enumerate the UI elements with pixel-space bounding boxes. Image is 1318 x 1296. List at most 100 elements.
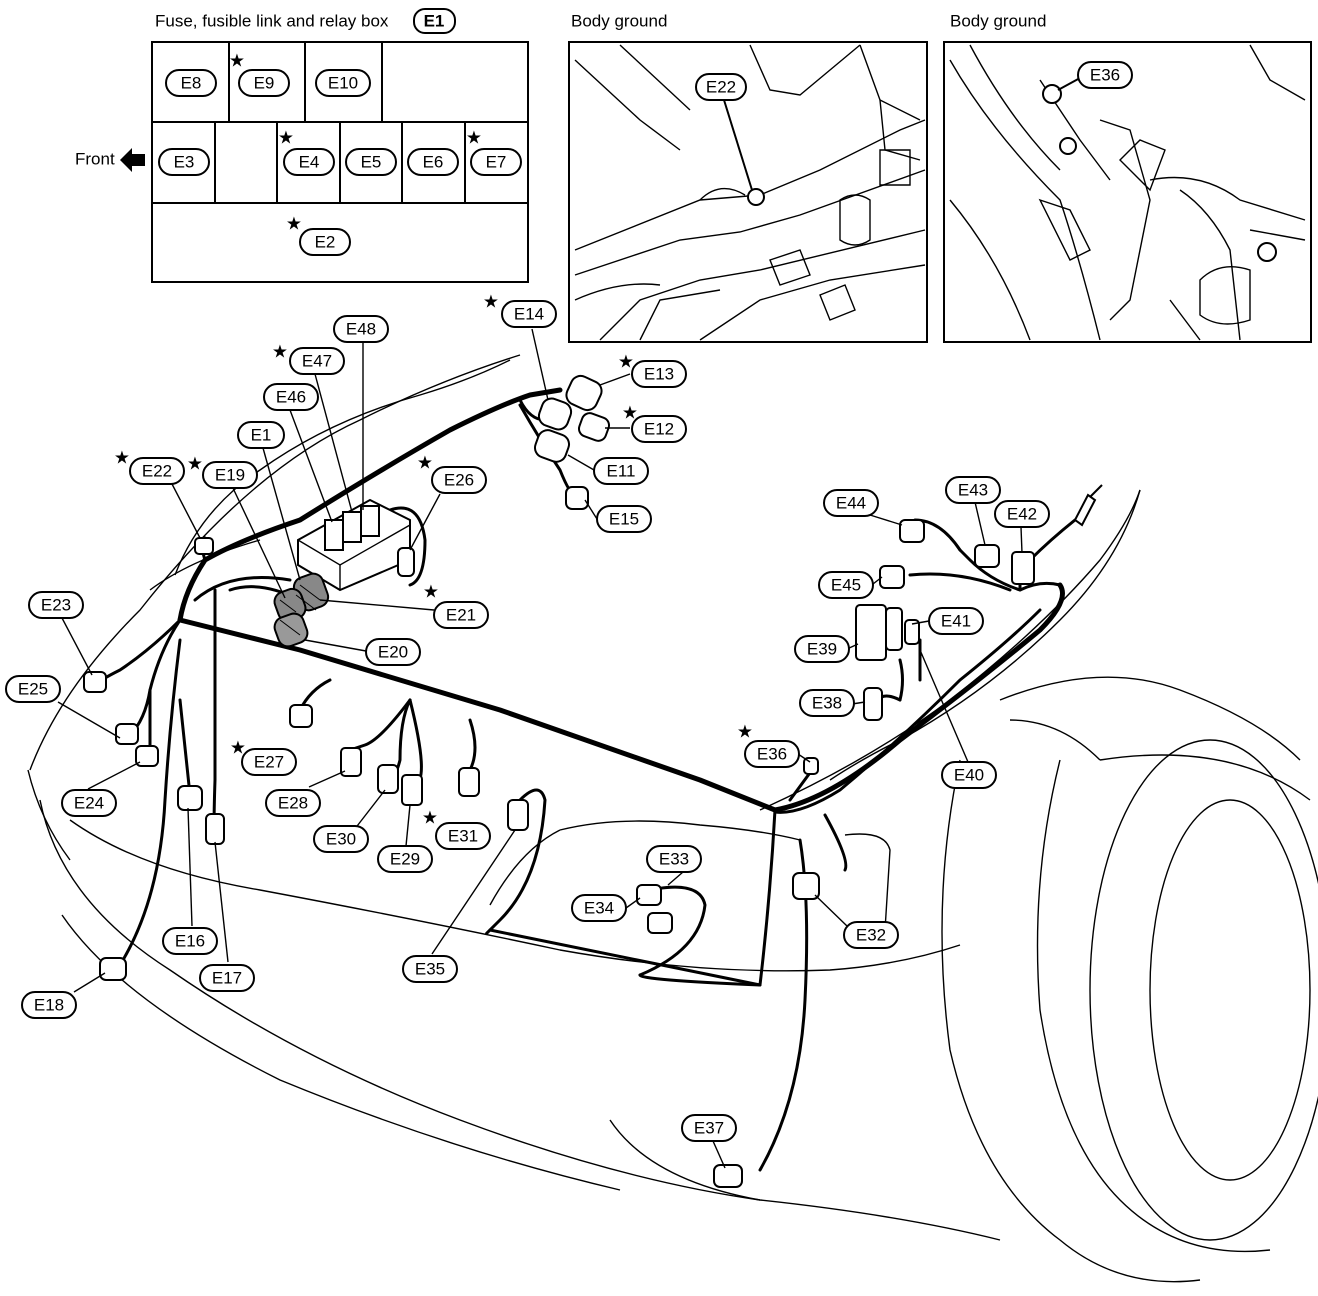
connector-label-E39: E39 <box>794 635 850 663</box>
star-icon: ★ <box>229 51 245 72</box>
connector-label-E19: E19 <box>202 461 258 489</box>
connector-label-E29: E29 <box>377 845 433 873</box>
svg-text:E1: E1 <box>251 426 272 445</box>
connector-label-E41: E41 <box>928 607 984 635</box>
small-connectors <box>83 484 1103 1188</box>
connector-label-E24: E24 <box>61 789 117 817</box>
fuse-slot-E2: E2 <box>299 228 351 256</box>
fuse-slot-E5: E5 <box>345 148 397 176</box>
connector-label-E23: E23 <box>28 591 84 619</box>
svg-text:E44: E44 <box>836 494 866 513</box>
connector-label-E45: E45 <box>818 571 874 599</box>
fuse-slot-E6: E6 <box>407 148 459 176</box>
ground-label-E36: E36 <box>1077 61 1133 89</box>
svg-text:E5: E5 <box>361 153 382 172</box>
arrow-left-icon <box>120 148 145 172</box>
svg-text:E13: E13 <box>644 365 674 384</box>
connector-label-E47: E47 <box>289 347 345 375</box>
connector-label-E13: E13 <box>631 360 687 388</box>
star-icon: ★ <box>114 448 130 469</box>
connector-label-E44: E44 <box>823 489 879 517</box>
fuse-slot-E10: E10 <box>315 69 371 97</box>
svg-text:E17: E17 <box>212 969 242 988</box>
connector-label-E21: E21 <box>433 601 489 629</box>
svg-text:E37: E37 <box>694 1119 724 1138</box>
star-icon: ★ <box>422 808 438 829</box>
star-icon: ★ <box>286 214 302 235</box>
star-icon: ★ <box>278 128 294 149</box>
connector-label-E26: E26 <box>431 466 487 494</box>
connector-label-E11: E11 <box>593 457 649 485</box>
svg-text:E4: E4 <box>299 153 320 172</box>
connector-label-E46: E46 <box>263 383 319 411</box>
svg-text:E47: E47 <box>302 352 332 371</box>
svg-text:E20: E20 <box>378 643 408 662</box>
svg-text:E40: E40 <box>954 766 984 785</box>
connector-label-E12: E12 <box>631 415 687 443</box>
fuse-box-outline <box>151 41 529 283</box>
star-icon: ★ <box>618 352 634 373</box>
panel-title: Body ground <box>950 12 1046 31</box>
connector-label-E30: E30 <box>313 825 369 853</box>
svg-text:E36: E36 <box>1090 66 1120 85</box>
svg-text:E7: E7 <box>486 153 507 172</box>
svg-text:E22: E22 <box>706 78 736 97</box>
svg-text:E9: E9 <box>254 74 275 93</box>
svg-text:E6: E6 <box>423 153 444 172</box>
svg-text:E42: E42 <box>1007 505 1037 524</box>
connector-label-E14: E14 <box>501 300 557 328</box>
svg-text:E25: E25 <box>18 680 48 699</box>
connector-label-E48: E48 <box>333 315 389 343</box>
fuse-slot-E4: E4 <box>283 148 335 176</box>
connector-label-E15: E15 <box>596 505 652 533</box>
svg-text:E16: E16 <box>175 932 205 951</box>
star-icon: ★ <box>483 292 499 313</box>
connector-label-E37: E37 <box>681 1114 737 1142</box>
connector-label-E43: E43 <box>945 476 1001 504</box>
fuse-box-ref-label: E1 <box>413 8 456 34</box>
fuse-box-panel: Fuse, fusible link and relay box E1 E8 ★… <box>75 8 529 283</box>
svg-text:E32: E32 <box>856 926 886 945</box>
svg-text:E43: E43 <box>958 481 988 500</box>
fuse-slot-E3: E3 <box>158 148 210 176</box>
svg-text:E19: E19 <box>215 466 245 485</box>
leader-lines <box>57 328 1023 1169</box>
star-icon: ★ <box>622 403 638 424</box>
svg-text:E33: E33 <box>659 850 689 869</box>
connector-labels: E48 ★ E47 E46 E1 ★ E22 ★ E19 ★ E14 ★ E13… <box>5 292 1050 1142</box>
svg-text:E28: E28 <box>278 794 308 813</box>
top-connector-cluster <box>533 374 611 510</box>
connector-label-E22: E22 <box>129 457 185 485</box>
fuse-box-title: Fuse, fusible link and relay box <box>155 12 389 31</box>
body-ground-panel-2: Body ground E36 <box>943 12 1312 343</box>
connector-label-E40: E40 <box>941 761 997 789</box>
fuse-slot-E8: E8 <box>165 69 217 97</box>
svg-text:E39: E39 <box>807 640 837 659</box>
body-ground-panel-1: Body ground E22 <box>568 12 928 343</box>
svg-text:E48: E48 <box>346 320 376 339</box>
svg-text:E29: E29 <box>390 850 420 869</box>
ground-label-E22: E22 <box>695 73 747 101</box>
svg-text:E36: E36 <box>757 745 787 764</box>
svg-text:E38: E38 <box>812 694 842 713</box>
star-icon: ★ <box>466 128 482 149</box>
panel-title: Body ground <box>571 12 667 31</box>
connector-label-E28: E28 <box>265 789 321 817</box>
connector-label-E31: E31 <box>435 822 491 850</box>
svg-text:E2: E2 <box>315 233 336 252</box>
connector-label-E20: E20 <box>365 638 421 666</box>
fuse-slot-E7: E7 <box>470 148 522 176</box>
svg-text:E22: E22 <box>142 462 172 481</box>
connector-label-E33: E33 <box>646 845 702 873</box>
svg-text:E46: E46 <box>276 388 306 407</box>
svg-text:E3: E3 <box>174 153 195 172</box>
connector-label-E42: E42 <box>994 500 1050 528</box>
svg-text:E41: E41 <box>941 612 971 631</box>
star-icon: ★ <box>417 453 433 474</box>
connector-label-E35: E35 <box>402 955 458 983</box>
star-icon: ★ <box>230 738 246 759</box>
svg-text:E23: E23 <box>41 596 71 615</box>
svg-text:E24: E24 <box>74 794 104 813</box>
svg-text:E12: E12 <box>644 420 674 439</box>
